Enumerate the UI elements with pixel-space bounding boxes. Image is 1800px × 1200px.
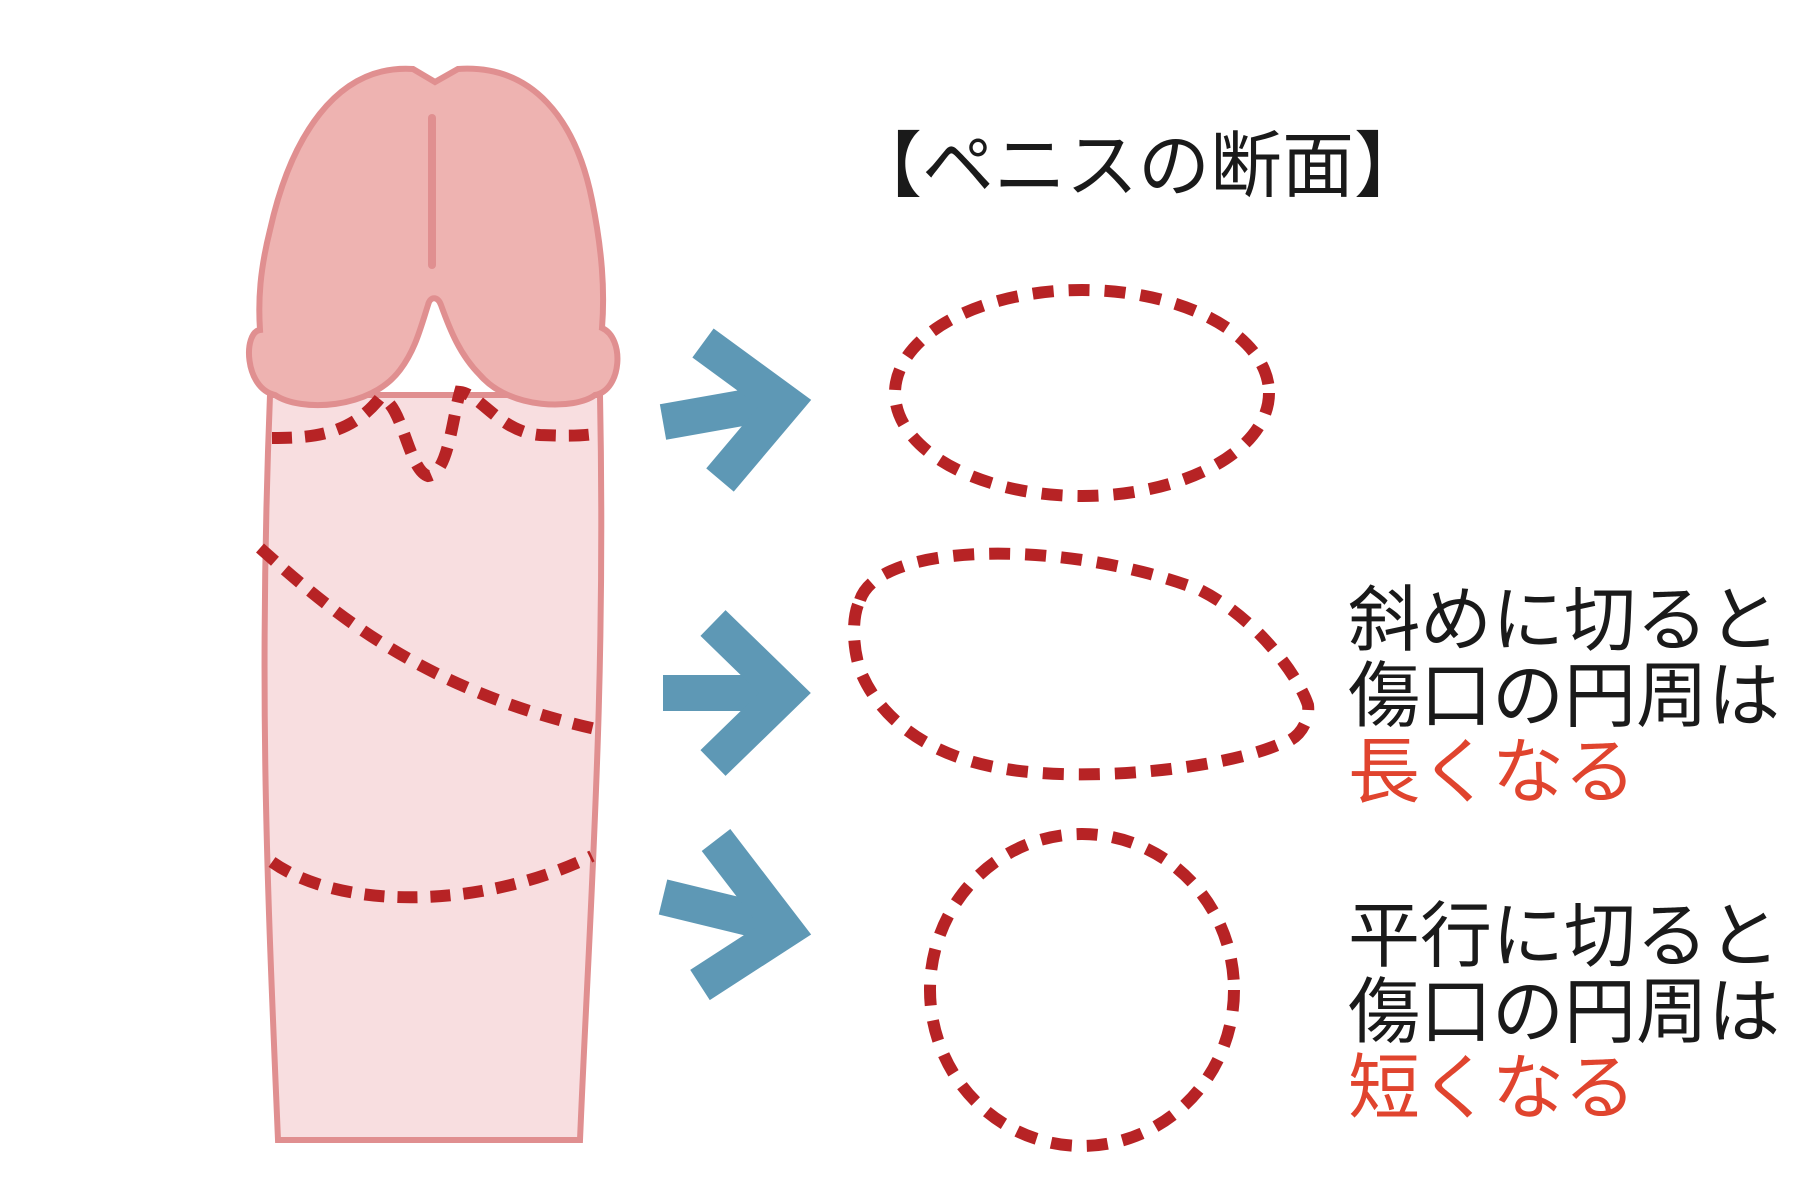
oblique-cut-annotation: 斜めに切ると 傷口の円周は 長くなる [1348,582,1780,810]
parallel-annotation-line2: 傷口の円周は [1348,970,1781,1054]
parallel-cut-annotation: 平行に切ると 傷口の円周は 短くなる [1348,898,1780,1126]
arrow-1 [659,328,812,492]
parallel-annotation-result: 短くなる [1348,1046,1637,1130]
oblique-annotation-line1: 斜めに切ると [1348,578,1781,662]
oblique-cut-line [256,543,602,736]
arrow-3 [658,829,812,1001]
diagram-title: 【ペニスの断面】 [850,124,1427,208]
oblique-annotation-line2: 傷口の円周は [1348,654,1781,738]
cross-section-parallel [924,828,1240,1152]
parallel-cut-line [268,850,595,904]
corona-cut-line [271,385,596,483]
arrow-2 [663,610,811,776]
cross-section-corona [889,284,1275,502]
cross-section-oblique [848,547,1315,781]
oblique-annotation-result: 長くなる [1348,730,1637,814]
shaft [261,392,605,1143]
parallel-annotation-line1: 平行に切ると [1348,894,1781,978]
